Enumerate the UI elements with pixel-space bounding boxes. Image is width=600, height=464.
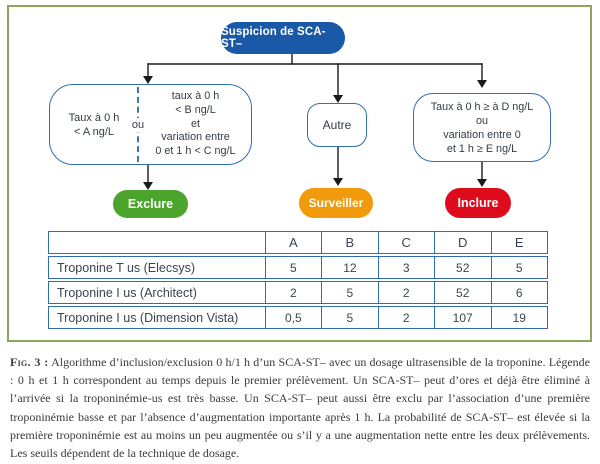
outcome-exclure-badge: Exclure [113, 190, 188, 218]
figure-caption-label: Fig. 3 : [10, 355, 49, 369]
node-autre: Autre [307, 103, 367, 147]
cell-value: 5 [321, 306, 378, 329]
outcome-surveiller-badge: Surveiller [299, 188, 373, 218]
header-col-a: A [264, 231, 322, 254]
table-row: Troponine I us (Dimension Vista) 0,5 5 2… [48, 306, 548, 329]
node-suspicion-sca-st: Suspicion de SCA-ST– [221, 22, 345, 54]
cell-value: 19 [490, 306, 548, 329]
header-col-c: C [377, 231, 434, 254]
cell-value: 2 [264, 281, 322, 304]
header-empty-cell [48, 231, 265, 254]
figure-caption: Fig. 3 : Algorithme d’inclusion/exclusio… [10, 353, 590, 462]
table-row: Troponine I us (Architect) 2 5 2 52 6 [48, 281, 548, 304]
table-header-row: A B C D E [48, 231, 548, 254]
exclusion-criterion-a: Taux à 0 h < A ng/L [68, 111, 120, 138]
row-label: Troponine I us (Dimension Vista) [48, 306, 265, 329]
cell-value: 2 [377, 306, 434, 329]
or-connector-label: ou [128, 117, 148, 132]
outcome-inclure-badge: Inclure [445, 188, 511, 218]
cell-value: 3 [377, 256, 434, 279]
cell-value: 2 [377, 281, 434, 304]
table-row: Troponine T us (Elecsys) 5 12 3 52 5 [48, 256, 548, 279]
cell-value: 12 [321, 256, 378, 279]
row-label: Troponine T us (Elecsys) [48, 256, 265, 279]
cell-value: 5 [490, 256, 548, 279]
cell-value: 107 [433, 306, 491, 329]
cell-value: 5 [264, 256, 322, 279]
header-col-b: B [321, 231, 378, 254]
cell-value: 52 [433, 281, 491, 304]
row-label: Troponine I us (Architect) [48, 281, 265, 304]
node-exclusion-criteria: Taux à 0 h < A ng/L ou taux à 0 h < B ng… [49, 84, 252, 165]
exclusion-criterion-bc: taux à 0 h < B ng/L et variation entre 0… [155, 90, 236, 158]
figure-caption-text: Algorithme d’inclusion/exclusion 0 h/1 h… [10, 355, 590, 461]
cell-value: 0,5 [264, 306, 322, 329]
node-inclusion-criteria: Taux à 0 h ≥ à D ng/L ou variation entre… [413, 93, 551, 162]
cell-value: 52 [433, 256, 491, 279]
cell-value: 6 [490, 281, 548, 304]
cell-value: 5 [321, 281, 378, 304]
header-col-d: D [433, 231, 491, 254]
header-col-e: E [490, 231, 548, 254]
thresholds-table: A B C D E Troponine T us (Elecsys) 5 12 … [48, 229, 548, 331]
